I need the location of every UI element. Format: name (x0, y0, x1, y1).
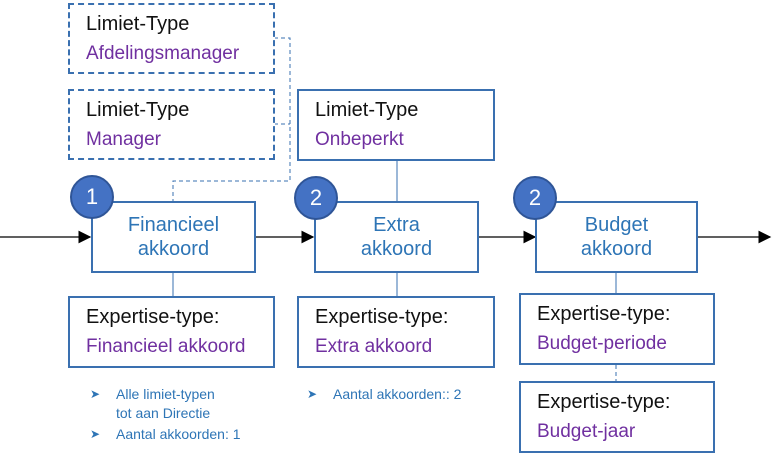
expertise-value: Budget-jaar (537, 421, 636, 442)
expertise-value: Budget-periode (537, 333, 667, 354)
note-item: ➤Aantal akkoorden: 1 (90, 426, 241, 442)
step-title-line2: akkoord (360, 238, 433, 260)
limit-type-onbeperkt: Limiet-Type Onbeperkt (297, 89, 495, 161)
expertise-label: Expertise-type: (315, 306, 449, 328)
arrow-bullet-icon: ➤ (90, 387, 101, 401)
arrow-bullet-icon: ➤ (90, 427, 101, 441)
limit-type-label: Limiet-Type (86, 99, 190, 121)
step-extra-akkoord: Extra akkoord (314, 201, 479, 273)
expertise-label: Expertise-type: (86, 306, 220, 328)
expertise-label: Expertise-type: (537, 391, 671, 413)
expertise-budget-periode: Expertise-type: Budget-periode (519, 293, 715, 365)
expertise-financieel: Expertise-type: Financieel akkoord (68, 296, 275, 368)
limit-type-manager: Limiet-Type Manager (68, 89, 275, 160)
notes-step2: ➤Aantal akkoorden:: 2 (307, 385, 461, 404)
step-number-badge: 2 (513, 176, 557, 220)
expertise-value: Financieel akkoord (86, 336, 246, 357)
step-title-line1: Budget (584, 214, 649, 236)
step-financieel-akkoord: Financieel akkoord (91, 201, 256, 273)
step-title-line2: akkoord (137, 238, 210, 260)
dashed-connector-limit (172, 37, 291, 201)
expertise-value: Extra akkoord (315, 336, 433, 357)
limit-type-label: Limiet-Type (315, 99, 419, 121)
limit-type-value: Onbeperkt (315, 129, 404, 150)
step-budget-akkoord: Budget akkoord (535, 201, 698, 273)
step-number-badge: 1 (70, 175, 114, 219)
arrow-bullet-icon: ➤ (307, 387, 318, 401)
step-title-line1: Extra (373, 214, 420, 236)
step-title-line1: Financieel (127, 214, 220, 236)
expertise-label: Expertise-type: (537, 303, 671, 325)
note-item: ➤Aantal akkoorden:: 2 (307, 386, 462, 402)
step-number-badge: 2 (294, 176, 338, 220)
limit-type-label: Limiet-Type (86, 13, 190, 35)
step-title-line2: akkoord (580, 238, 653, 260)
expertise-budget-jaar: Expertise-type: Budget-jaar (519, 381, 715, 453)
limit-type-value: Manager (86, 129, 161, 150)
limit-type-value: Afdelingsmanager (86, 43, 240, 64)
expertise-extra: Expertise-type: Extra akkoord (297, 296, 495, 368)
limit-type-afdelingsmanager: Limiet-Type Afdelingsmanager (68, 3, 275, 74)
